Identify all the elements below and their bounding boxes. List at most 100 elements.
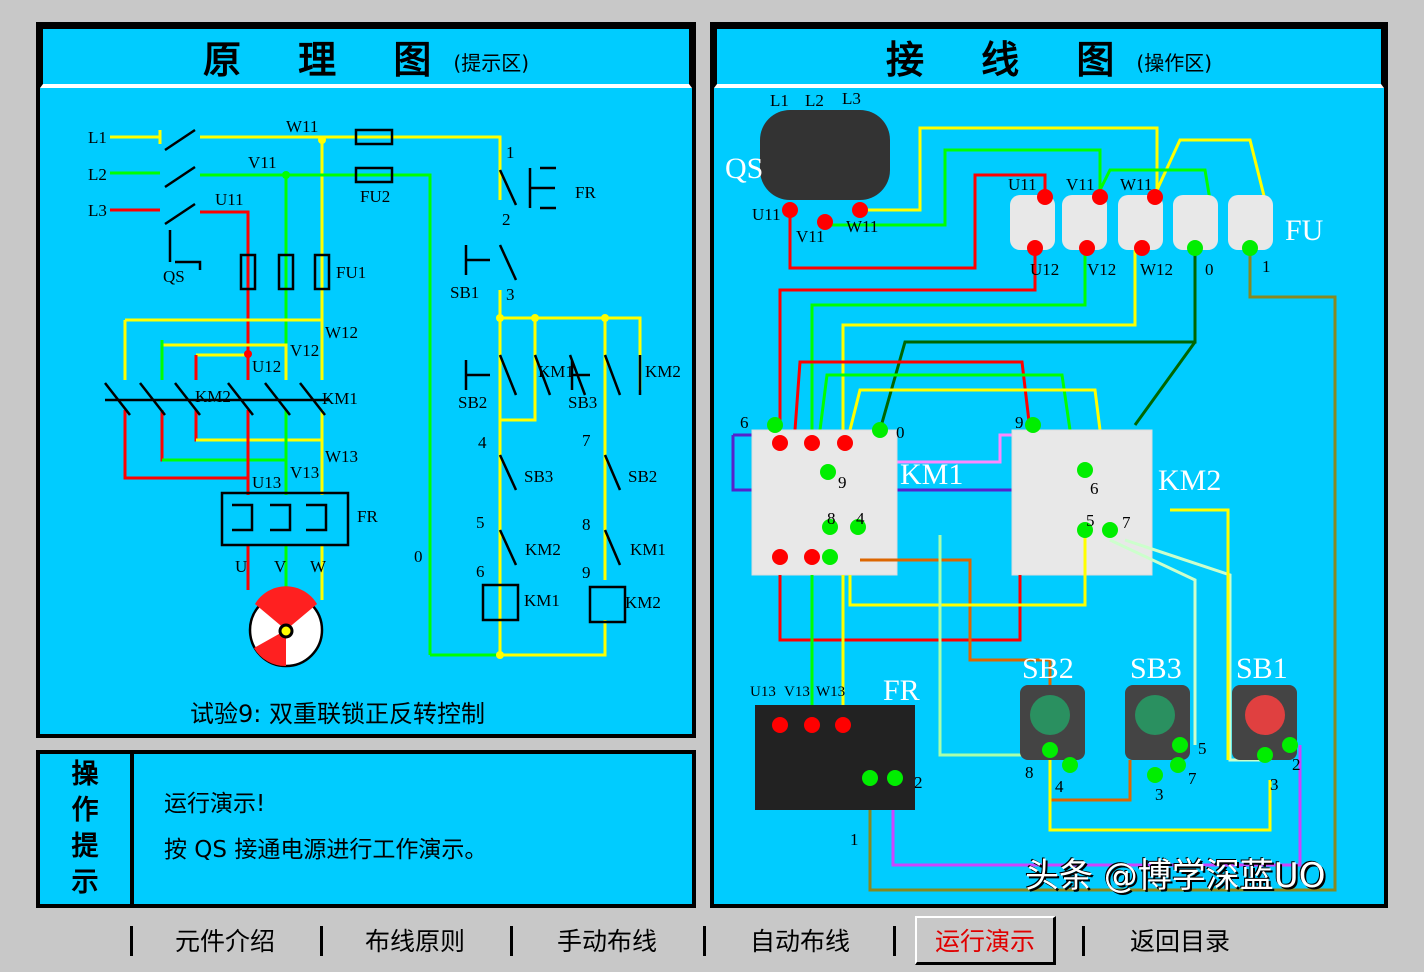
label: FR <box>575 183 596 202</box>
label: 0 <box>414 547 423 566</box>
label: SB3 <box>1130 652 1182 685</box>
label: FU2 <box>360 187 390 206</box>
label: 5 <box>1198 739 1207 758</box>
wiring-principles-button[interactable]: 布线原则 <box>365 927 466 956</box>
label: KM1 <box>524 591 560 610</box>
label: 1 <box>1262 257 1271 276</box>
label: SB2 <box>628 467 657 486</box>
label: W12 <box>325 323 358 342</box>
label: QS <box>163 267 185 286</box>
label: KM1 <box>322 389 358 408</box>
label: 2 <box>1292 755 1301 774</box>
label: SB3 <box>524 467 553 486</box>
separator <box>1082 926 1085 956</box>
tip-line: 按 QS 接通电源进行工作演示。 <box>164 837 488 863</box>
label: V12 <box>1087 260 1116 279</box>
label: 2 <box>502 210 511 229</box>
manual-wiring-button[interactable]: 手动布线 <box>557 927 658 956</box>
label: 3 <box>1155 785 1164 804</box>
label: 7 <box>1188 769 1197 788</box>
label: 6 <box>1090 479 1099 498</box>
label: W11 <box>1120 175 1152 194</box>
label: V11 <box>1066 175 1095 194</box>
label: W12 <box>1140 260 1173 279</box>
label: L1 <box>770 91 789 110</box>
separator <box>320 926 323 956</box>
label: 示 <box>71 867 99 898</box>
label: 7 <box>1122 513 1131 532</box>
separator <box>510 926 513 956</box>
label: U11 <box>1008 175 1037 194</box>
label: KM2 <box>195 387 231 406</box>
label: 0 <box>896 423 905 442</box>
operation-tips-panel: 操作提示 运行演示! 按 QS 接通电源进行工作演示。 <box>36 750 696 908</box>
wiring-title: 接 线 图 <box>885 38 1137 82</box>
label: L3 <box>88 201 107 220</box>
label: V13 <box>290 463 319 482</box>
label: KM2 <box>645 362 681 381</box>
label: W13 <box>816 684 845 700</box>
label: 4 <box>856 509 865 528</box>
wiring-diagram <box>731 110 1337 892</box>
label: 3 <box>506 285 515 304</box>
bottom-toolbar: 元件介绍 布线原则 手动布线 自动布线 运行演示 返回目录 <box>0 912 1424 968</box>
separator <box>130 926 133 956</box>
schematic-subtitle: (提示区) <box>453 51 530 75</box>
label: 5 <box>476 513 485 532</box>
watermark: 头条 @博学深蓝UO <box>1025 856 1326 896</box>
label: SB1 <box>450 283 479 302</box>
label: 提 <box>71 831 99 862</box>
label: V11 <box>248 153 277 172</box>
component-intro-button[interactable]: 元件介绍 <box>175 927 276 956</box>
label: SB3 <box>568 393 597 412</box>
label: KM2 <box>1158 464 1221 497</box>
schematic-title: 原 理 图 <box>202 38 454 82</box>
label: 9 <box>1015 413 1024 432</box>
label: W13 <box>325 447 358 466</box>
label: 7 <box>582 431 591 450</box>
schematic-diagram <box>104 128 642 668</box>
label: 8 <box>1025 763 1034 782</box>
label: 9 <box>582 563 591 582</box>
label: U12 <box>1030 260 1059 279</box>
label: 4 <box>478 433 487 452</box>
schematic-panel <box>36 22 696 738</box>
label: V13 <box>784 684 810 700</box>
tips-label: 操作提示 <box>40 754 134 904</box>
run-demo-button[interactable]: 运行演示 <box>915 916 1057 965</box>
label: W <box>310 557 327 576</box>
label: QS <box>725 152 763 185</box>
label: KM1 <box>900 458 963 491</box>
label: SB2 <box>1022 652 1074 685</box>
label: U11 <box>752 205 781 224</box>
schematic-header: 原 理 图 (提示区) <box>40 26 692 88</box>
tip-line: 运行演示! <box>164 791 266 817</box>
experiment-caption: 试验9: 双重联锁正反转控制 <box>190 700 485 728</box>
label: 9 <box>838 473 847 492</box>
label: U13 <box>252 473 281 492</box>
label: 1 <box>850 830 859 849</box>
label: W11 <box>846 217 878 236</box>
label: FR <box>883 674 920 707</box>
label: KM2 <box>625 593 661 612</box>
label: V12 <box>290 341 319 360</box>
label: 2 <box>914 773 923 792</box>
label: U <box>235 557 247 576</box>
label: 操 <box>71 759 99 790</box>
label: 8 <box>582 515 591 534</box>
label: FU1 <box>336 263 366 282</box>
label: SB2 <box>458 393 487 412</box>
return-menu-button[interactable]: 返回目录 <box>1130 927 1231 956</box>
label: KM1 <box>630 540 666 559</box>
auto-wiring-button[interactable]: 自动布线 <box>750 927 851 956</box>
wiring-header: 接 线 图 (操作区) <box>714 26 1384 88</box>
label: FU <box>1285 214 1324 247</box>
wiring-subtitle: (操作区) <box>1136 51 1213 75</box>
label: U12 <box>252 357 281 376</box>
label: 6 <box>476 562 485 581</box>
label: 3 <box>1270 775 1279 794</box>
separator <box>893 926 896 956</box>
label: 8 <box>827 509 836 528</box>
label: KM2 <box>525 540 561 559</box>
